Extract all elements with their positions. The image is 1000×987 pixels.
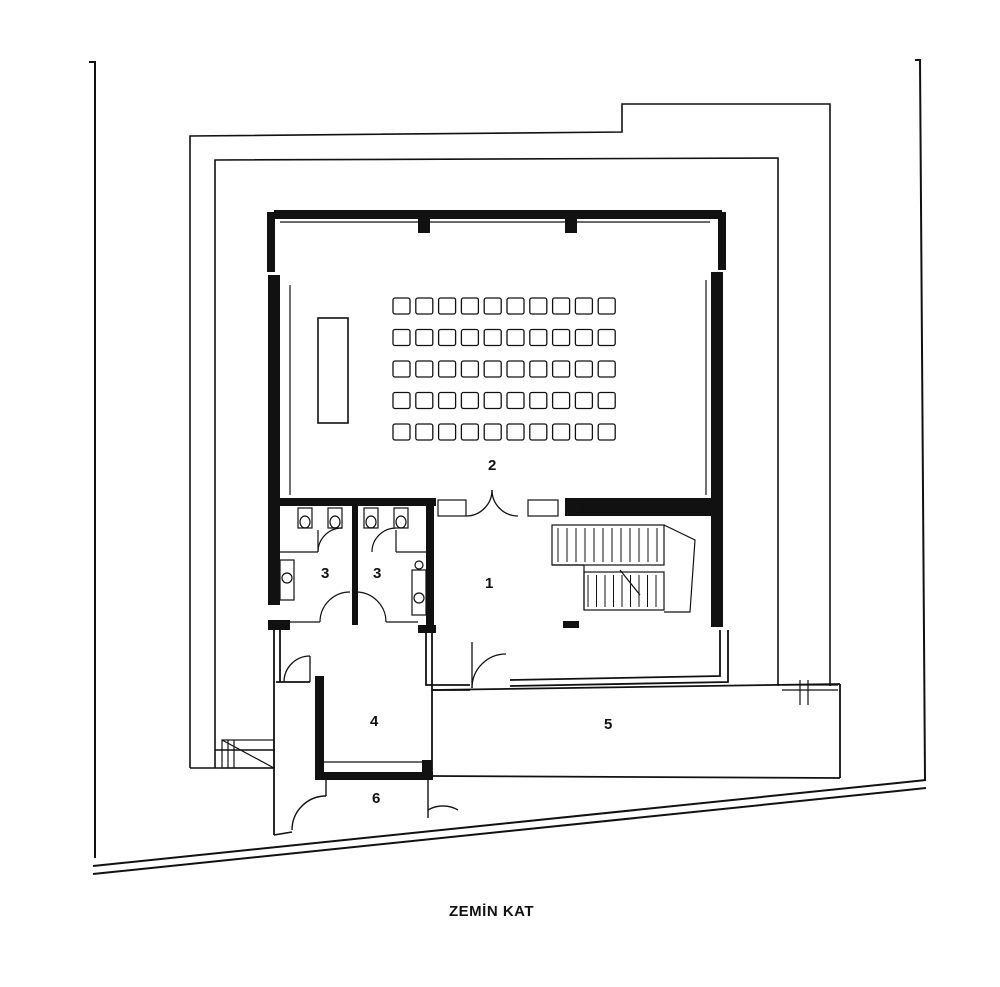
seat (506, 297, 525, 315)
seat (437, 328, 457, 347)
seat (392, 423, 411, 441)
seat (574, 391, 594, 410)
room-label-6: 6 (372, 790, 380, 807)
stair-marker (563, 621, 579, 628)
seat (506, 328, 525, 347)
seat (460, 391, 480, 410)
entrance-steps (221, 739, 275, 769)
seat (551, 328, 571, 347)
lower-walls (273, 630, 841, 835)
seat (551, 391, 571, 410)
auditorium-seating (392, 297, 616, 441)
seat (506, 391, 525, 410)
seat (392, 360, 411, 378)
terrace-edge-steps (782, 680, 838, 705)
lobby-doors (283, 642, 507, 689)
room-label-4: 4 (370, 713, 379, 730)
seat (392, 391, 411, 410)
seat (392, 297, 411, 315)
seat (437, 360, 457, 378)
seat (529, 423, 548, 441)
seat (574, 328, 594, 347)
auditorium-walls (267, 210, 726, 627)
room-label-2: 2 (488, 457, 496, 474)
site-boundary (89, 59, 927, 875)
seat (460, 328, 480, 347)
auditorium-door (465, 489, 519, 517)
seat (597, 423, 616, 441)
seat (460, 297, 480, 315)
seat (597, 328, 616, 347)
seat (415, 423, 434, 441)
seat (415, 391, 434, 410)
seat (415, 328, 434, 347)
seat (437, 297, 457, 315)
seat (597, 360, 616, 378)
toilet-walls (268, 505, 436, 633)
seat (506, 360, 525, 378)
stage-platform (317, 317, 349, 424)
stair-treads (557, 528, 658, 607)
room-label-1: 1 (485, 575, 493, 592)
wc-fixtures (281, 507, 425, 604)
seat (574, 360, 594, 378)
terrace-outline (189, 103, 831, 769)
seat (437, 391, 457, 410)
seat (597, 391, 616, 410)
seat (392, 328, 411, 347)
seat (483, 391, 502, 410)
seat (415, 297, 434, 315)
seat (574, 297, 594, 315)
seat (483, 423, 502, 441)
toilet-partitions (279, 527, 427, 623)
seat (437, 423, 457, 441)
room-6-outline (273, 780, 459, 836)
plan-caption: ZEMİN KAT (449, 903, 534, 920)
seat (506, 423, 525, 441)
staircase (551, 524, 696, 613)
seat (529, 297, 548, 315)
room-label-3a: 3 (321, 565, 329, 582)
seat (529, 328, 548, 347)
seat (483, 328, 502, 347)
seat (551, 423, 571, 441)
seat (529, 391, 548, 410)
room-label-5: 5 (604, 716, 612, 733)
seat (483, 360, 502, 378)
seat (597, 297, 616, 315)
seat (460, 360, 480, 378)
room-label-3b: 3 (373, 565, 381, 582)
seat (483, 297, 502, 315)
seat (460, 423, 480, 441)
seat (551, 297, 571, 315)
seat (529, 360, 548, 378)
window-lines (280, 221, 713, 517)
seat (415, 360, 434, 378)
room-4-walls (315, 676, 433, 780)
seat (551, 360, 571, 378)
seat (574, 423, 594, 441)
